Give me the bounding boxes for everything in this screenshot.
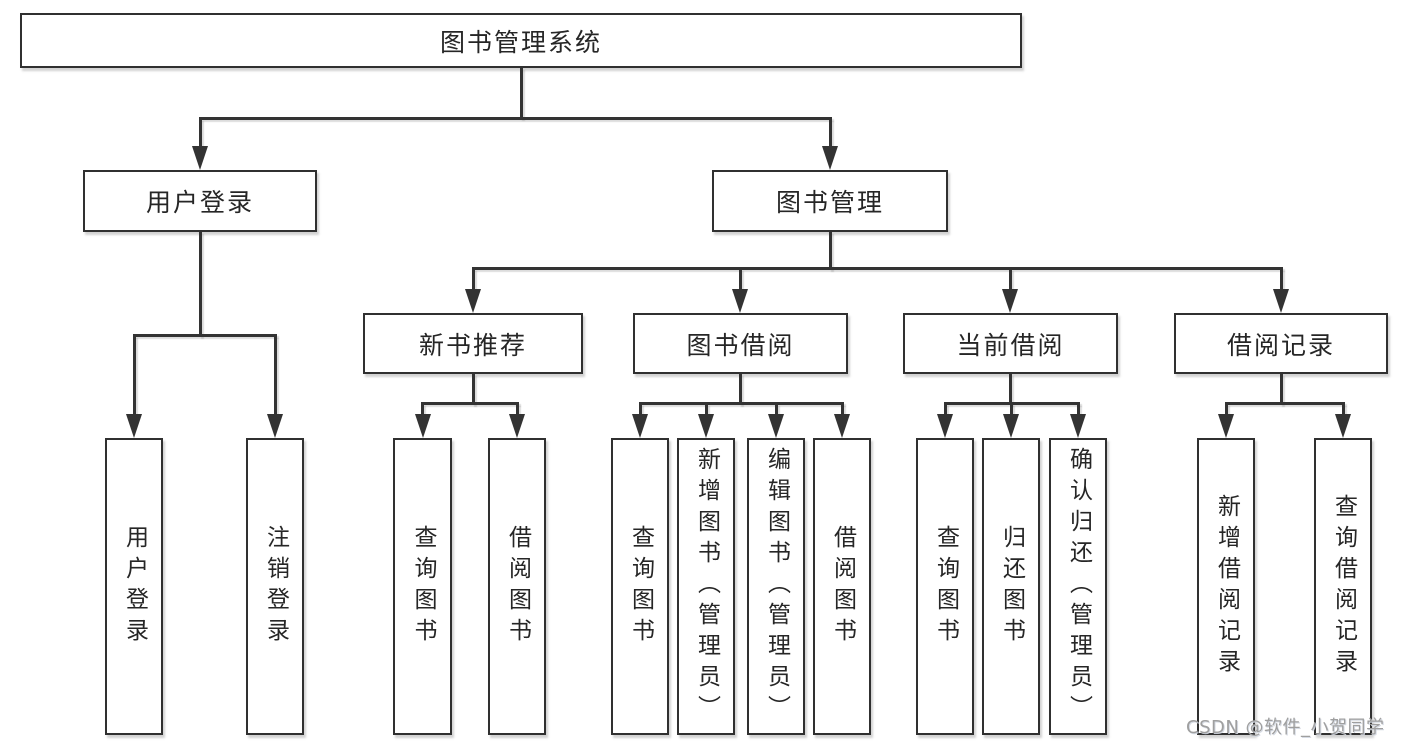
leaf-label: 确认归还（管理员） xyxy=(1065,447,1092,726)
connector-borrow-drop-3 xyxy=(774,404,778,416)
node-new-book-recommend: 新书推荐 xyxy=(363,313,583,374)
connector-mgmt-drop-2 xyxy=(739,269,742,291)
connector-mgmt-drop-3 xyxy=(1009,269,1012,291)
arrowhead-icon xyxy=(267,414,283,438)
connector-borrow-drop-2 xyxy=(704,404,708,416)
node-user-login: 用户登录 xyxy=(83,170,317,232)
connector-record-stem xyxy=(1279,374,1283,405)
leaf-label: 注销登录 xyxy=(262,524,289,649)
connector-root-bar xyxy=(198,117,832,120)
arrowhead-icon xyxy=(1335,414,1351,438)
connector-login-stem xyxy=(198,232,202,337)
node-root: 图书管理系统 xyxy=(20,13,1022,68)
leaf-label: 查询图书 xyxy=(410,524,436,649)
connector-mgmt-drop-4 xyxy=(1279,269,1283,291)
arrowhead-icon xyxy=(465,289,481,313)
connector-borrow-stem xyxy=(739,374,742,405)
arrowhead-icon xyxy=(1273,289,1289,313)
connector-root-drop-left xyxy=(198,119,202,148)
arrowhead-icon xyxy=(732,289,748,313)
connector-record-drop-2 xyxy=(1341,404,1345,416)
leaf-query-borrow-record: 查询借阅记录 xyxy=(1314,438,1372,735)
connector-borrow-drop-4 xyxy=(840,404,844,416)
connector-mgmt-stem xyxy=(828,232,832,270)
connector-record-drop-1 xyxy=(1224,404,1228,416)
node-label: 当前借阅 xyxy=(956,330,1065,360)
connector-recommend-drop-1 xyxy=(421,404,424,416)
node-label: 图书管理 xyxy=(775,188,884,217)
connector-borrow-bar xyxy=(638,402,844,405)
leaf-return-book: 归还图书 xyxy=(982,438,1040,735)
connector-recommend-bar xyxy=(421,402,519,405)
connector-record-bar xyxy=(1224,402,1345,405)
leaf-label: 查询借阅记录 xyxy=(1330,493,1357,680)
leaf-borrow-book-recommend: 借阅图书 xyxy=(488,438,546,735)
connector-mgmt-bar xyxy=(471,267,1283,270)
arrowhead-icon xyxy=(1218,414,1234,438)
connector-recommend-stem xyxy=(471,374,475,405)
leaf-query-book-current: 查询图书 xyxy=(916,438,974,735)
connector-root-drop-right xyxy=(828,119,832,148)
arrowhead-icon xyxy=(1070,414,1086,438)
connector-login-drop-right xyxy=(273,336,277,416)
arrowhead-icon xyxy=(192,146,208,170)
connector-root-stem xyxy=(519,68,523,119)
connector-current-drop-1 xyxy=(943,404,947,416)
arrowhead-icon xyxy=(822,146,838,170)
connector-current-bar xyxy=(943,402,1080,405)
arrowhead-icon xyxy=(126,414,142,438)
arrowhead-icon xyxy=(834,414,850,438)
leaf-user-login: 用户登录 xyxy=(105,438,163,735)
csdn-watermark: CSDN @软件_小贺同学 xyxy=(1186,717,1385,738)
arrowhead-icon xyxy=(509,414,525,438)
arrowhead-icon xyxy=(632,414,648,438)
node-label: 新书推荐 xyxy=(418,330,527,360)
leaf-label: 查询图书 xyxy=(932,524,959,649)
connector-mgmt-drop-1 xyxy=(471,269,475,291)
leaf-label: 新增借阅记录 xyxy=(1213,493,1240,680)
leaf-label: 借阅图书 xyxy=(829,524,856,649)
arrowhead-icon xyxy=(698,414,714,438)
arrowhead-icon xyxy=(937,414,953,438)
node-current-borrow: 当前借阅 xyxy=(903,313,1118,374)
leaf-add-book-admin: 新增图书（管理员） xyxy=(677,438,735,735)
arrowhead-icon xyxy=(1002,289,1018,313)
node-book-management: 图书管理 xyxy=(712,170,948,232)
arrowhead-icon xyxy=(1003,414,1019,438)
node-label: 用户登录 xyxy=(145,188,254,217)
leaf-logout: 注销登录 xyxy=(246,438,304,735)
node-root-label: 图书管理系统 xyxy=(439,27,602,57)
connector-current-drop-3 xyxy=(1076,404,1080,416)
leaf-query-book-recommend: 查询图书 xyxy=(393,438,452,735)
connector-login-drop-left xyxy=(132,336,136,416)
leaf-label: 编辑图书（管理员） xyxy=(763,447,790,726)
arrowhead-icon xyxy=(414,414,431,438)
leaf-add-borrow-record: 新增借阅记录 xyxy=(1197,438,1255,735)
leaf-edit-book-admin: 编辑图书（管理员） xyxy=(747,438,805,735)
connector-current-stem xyxy=(1009,374,1012,405)
connector-borrow-drop-1 xyxy=(638,404,642,416)
connector-recommend-drop-2 xyxy=(515,404,519,416)
leaf-query-book-borrow: 查询图书 xyxy=(611,438,669,735)
arrowhead-icon xyxy=(768,414,784,438)
leaf-label: 查询图书 xyxy=(627,524,654,649)
leaf-label: 用户登录 xyxy=(121,524,148,649)
connector-current-drop-2 xyxy=(1009,404,1013,416)
node-book-borrow: 图书借阅 xyxy=(633,313,848,374)
leaf-label: 借阅图书 xyxy=(504,524,531,649)
leaf-confirm-return-admin: 确认归还（管理员） xyxy=(1049,438,1107,735)
leaf-label: 新增图书（管理员） xyxy=(693,447,720,726)
connector-login-bar xyxy=(132,334,277,337)
node-label: 图书借阅 xyxy=(686,330,795,360)
node-label: 借阅记录 xyxy=(1226,330,1335,360)
node-borrow-record: 借阅记录 xyxy=(1174,313,1388,374)
leaf-borrow-book: 借阅图书 xyxy=(813,438,871,735)
leaf-label: 归还图书 xyxy=(998,524,1025,649)
